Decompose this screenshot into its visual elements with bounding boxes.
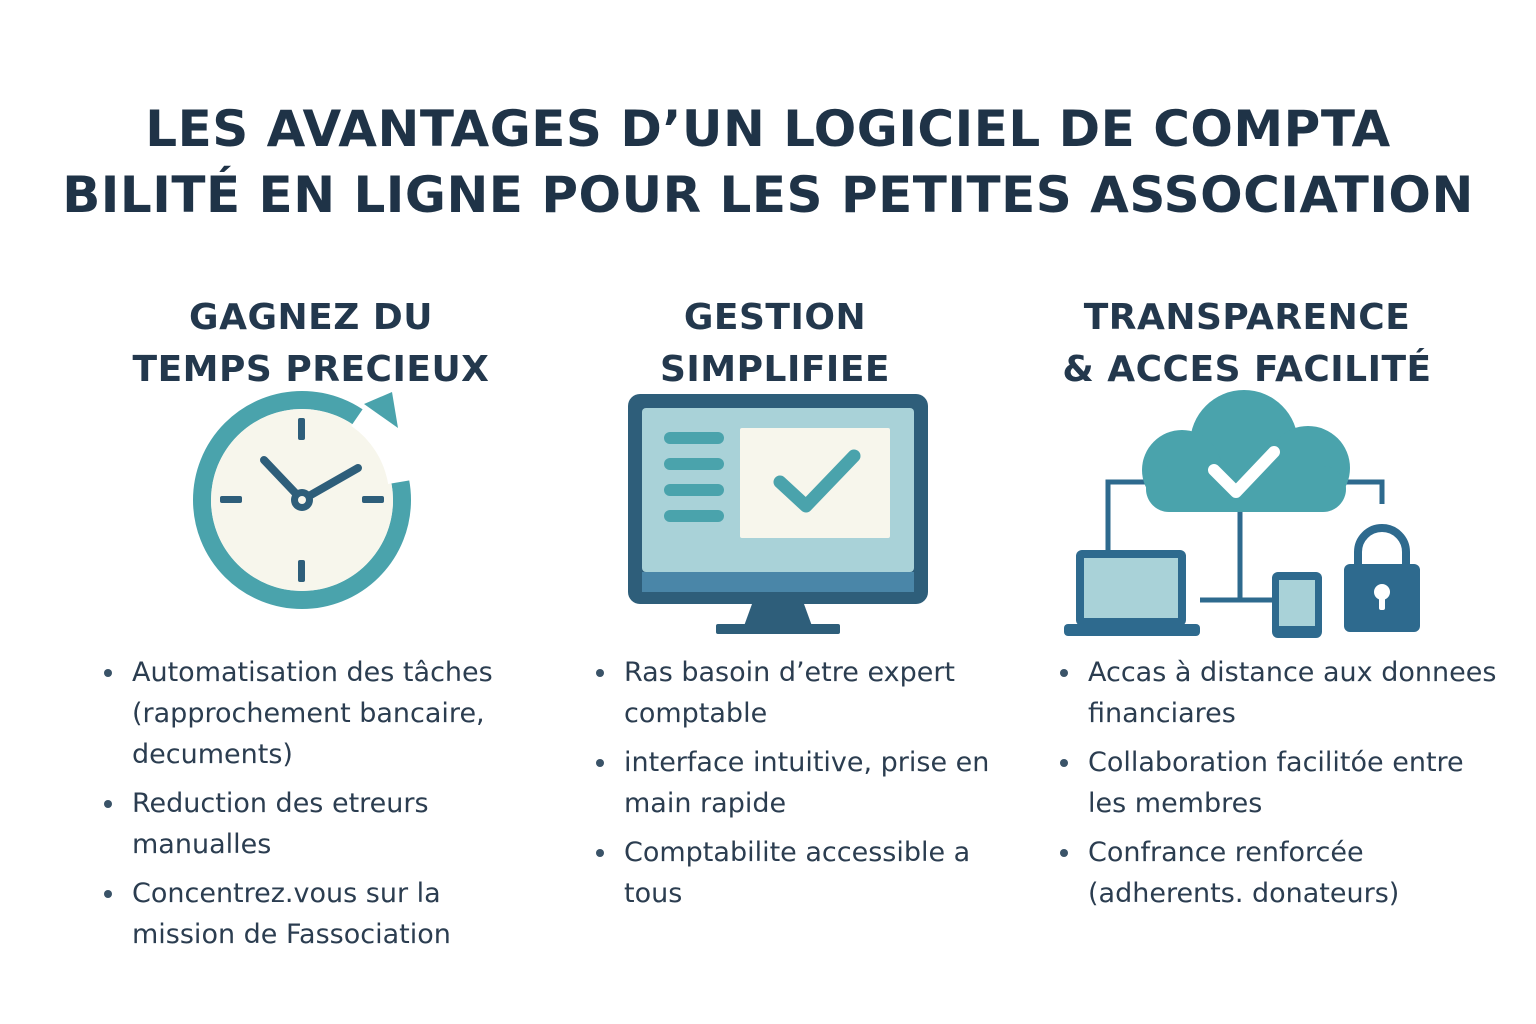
page-title-line-1: LES AVANTAGES D’UN LOGICIEL DE COMPTA	[145, 99, 1391, 158]
benefit-heading-transparency: TRANSPARENCE & ACCES FACILITÉ	[1012, 292, 1482, 396]
page-title: LES AVANTAGES D’UN LOGICIEL DE COMPTA BI…	[0, 96, 1536, 228]
list-item: Concentrez.vous sur la mission de Fassoc…	[104, 873, 544, 955]
benefit-heading-line: GAGNEZ DU	[189, 296, 433, 338]
benefit-heading-time: GAGNEZ DU TEMPS PRECIEUX	[76, 292, 546, 396]
list-item: Comptabilite accessible a tous	[596, 832, 1036, 914]
list-item: Accas à distance aux donnees financiares	[1060, 652, 1500, 734]
list-item: Reduction des etreurs manualles	[104, 783, 544, 865]
clock-icon	[76, 386, 546, 646]
benefit-list-management: Ras basoin d’etre expert comptable inter…	[596, 652, 1036, 922]
list-item: Confrance renforcée (adherents. donateur…	[1060, 832, 1500, 914]
list-item: Automatisation des tâches (rapprochement…	[104, 652, 544, 775]
benefit-list-time: Automatisation des tâches (rapprochement…	[104, 652, 544, 963]
list-item: Collaboration facilitóe entre les membre…	[1060, 742, 1500, 824]
monitor-checklist-icon	[540, 386, 1010, 646]
benefit-heading-line: & ACCES FACILITÉ	[1062, 348, 1432, 390]
benefit-heading-line: TEMPS PRECIEUX	[132, 348, 490, 390]
benefit-heading-management: GESTION SIMPLIFIEE	[540, 292, 1010, 396]
cloud-network-icon	[1012, 386, 1482, 646]
page-title-line-2: BILITÉ EN LIGNE POUR LES PETITES ASSOCIA…	[62, 165, 1474, 224]
benefit-heading-line: SIMPLIFIEE	[659, 348, 891, 390]
list-item: Ras basoin d’etre expert comptable	[596, 652, 1036, 734]
benefit-list-transparency: Accas à distance aux donnees financiares…	[1060, 652, 1500, 922]
benefit-heading-line: GESTION	[683, 296, 867, 338]
list-item: interface intuitive, prise en main rapid…	[596, 742, 1036, 824]
benefit-column-management: GESTION SIMPLIFIEE Ras basoin d’etre exp…	[540, 262, 1010, 909]
benefit-heading-line: TRANSPARENCE	[1083, 296, 1411, 338]
benefit-column-time: GAGNEZ DU TEMPS PRECIEUX Automatisation …	[76, 262, 546, 950]
benefit-column-transparency: TRANSPARENCE & ACCES FACILITÉ	[1012, 262, 1496, 909]
